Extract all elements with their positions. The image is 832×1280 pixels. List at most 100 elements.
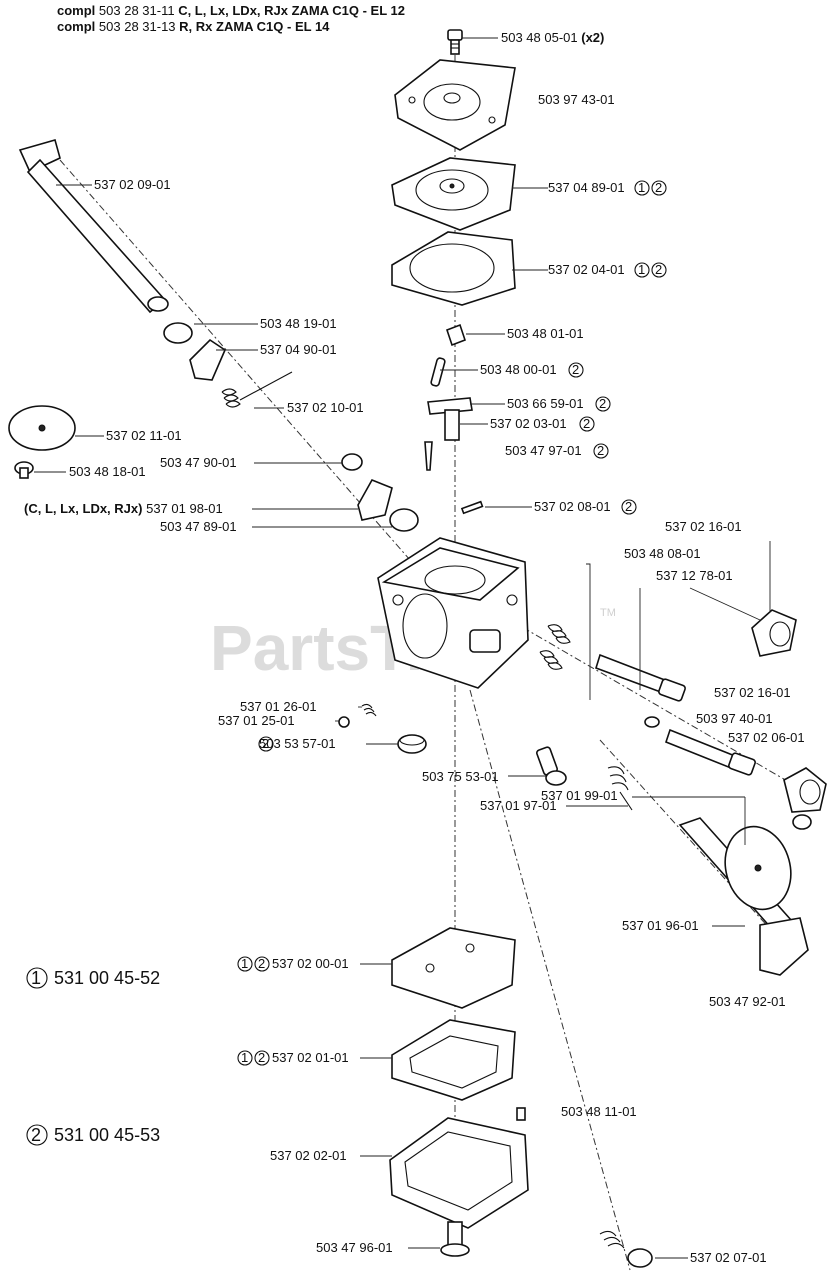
plate-screw [14,461,34,479]
filter-cap [397,734,427,754]
svg-text:1: 1 [31,968,41,988]
leader-lines [34,37,771,1259]
svg-text:531 00 45-53: 531 00 45-53 [54,1125,160,1145]
marker-2-537-02-01-01: 2 [254,1050,270,1066]
svg-text:531 00 45-52: 531 00 45-52 [54,968,160,988]
svg-text:2: 2 [258,1050,265,1065]
lever-pin-parts [424,323,484,515]
choke-spring [607,766,633,811]
label-537-02-06-01: 537 02 06-01 [728,730,805,745]
label-503-47-92-01: 503 47 92-01 [709,994,786,1009]
metering-gasket [391,231,516,306]
svg-text:1: 1 [241,956,248,971]
choke-plate [724,825,792,911]
label-503-47-89-01: 503 47 89-01 [160,519,237,534]
label-503-48-05-01: 503 48 05-01 (x2) [501,30,604,45]
label-537-01-98-01: (C, L, Lx, LDx, RJx) 537 01 98-01 [24,501,223,516]
label-537-01-96-01: 537 01 96-01 [622,918,699,933]
assembly-header-1: compl 503 28 31-11 C, L, Lx, LDx, RJx ZA… [57,3,405,18]
watermark-tm: TM [600,607,616,619]
needle-washer [644,716,660,728]
small-spring [361,703,377,717]
throttle-stop [357,478,393,521]
label-503-48-11-01: 503 48 11-01 [561,1104,637,1119]
svg-text:2: 2 [258,956,265,971]
label-537-02-09-01: 537 02 09-01 [94,177,171,192]
svg-text:2: 2 [572,362,579,377]
high-needle [595,653,686,702]
label-537-01-99-01: 537 01 99-01 [541,788,618,803]
throttle-axis [59,159,411,561]
svg-text:2: 2 [599,396,606,411]
throttle-shaft [18,139,169,314]
label-537-01-25-01: 537 01 25-01 [218,713,295,728]
limiter-cap-a [751,609,797,657]
label-537-02-07-01: 537 02 07-01 [690,1250,767,1265]
legend-kit-1: 1 531 00 45-52 [26,967,160,989]
svg-text:1: 1 [241,1050,248,1065]
svg-text:2: 2 [625,499,632,514]
bottom-screw [440,1221,470,1257]
needle-spring-a [547,624,571,644]
low-needle [665,728,756,776]
throttle-bushing [163,322,193,344]
carburetor-body [377,537,529,689]
svg-text:2: 2 [31,1125,41,1145]
cover-plate [394,59,516,151]
label-537-04-89-01: 537 04 89-01 [548,180,625,195]
screw-top [447,29,463,55]
idle-screw [536,746,567,786]
label-503-47-96-01: 503 47 96-01 [316,1240,393,1255]
label-503-48-19-01: 503 48 19-01 [260,316,337,331]
kit-markers: 1 2 1 2 2 2 2 2 2 2 1 2 1 2 [237,180,667,1066]
assembly-header-2: compl 503 28 31-13 R, Rx ZAMA C1Q - EL 1… [57,19,330,34]
label-503-48-18-01: 503 48 18-01 [69,464,146,479]
label-503-48-08-01: 503 48 08-01 [624,546,701,561]
idle-bushing [389,508,419,532]
label-537-02-10-01: 537 02 10-01 [287,400,364,415]
metering-diaphragm [391,157,516,231]
label-503-47-97-01: 503 47 97-01 [505,443,582,458]
marker-2-503-66-59-01: 2 [595,396,611,412]
marker-2-503-48-00-01: 2 [568,362,584,378]
label-503-48-00-01: 503 48 00-01 [480,362,557,377]
label-537-02-02-01: 537 02 02-01 [270,1148,347,1163]
cover-screw [599,1230,653,1268]
label-537-02-16-01-b: 537 02 16-01 [714,685,791,700]
label-537-02-08-01: 537 02 08-01 [534,499,611,514]
svg-text:2: 2 [262,736,269,751]
svg-text:2: 2 [655,180,662,195]
label-537-02-11-01: 537 02 11-01 [106,428,182,443]
marker-1-537-02-00-01: 1 [237,956,253,972]
label-537-02-00-01: 537 02 00-01 [272,956,349,971]
throttle-lever [189,338,226,381]
throttle-spring [221,371,293,408]
marker-2-537-02-03-01: 2 [579,416,595,432]
marker-2-503-47-97-01: 2 [593,443,609,459]
label-537-02-03-01: 537 02 03-01 [490,416,567,431]
svg-text:1: 1 [638,180,645,195]
legend-kit-2: 2 531 00 45-53 [26,1124,160,1146]
svg-text:2: 2 [655,262,662,277]
label-537-01-97-01: 537 01 97-01 [480,798,557,813]
pump-gasket [391,1019,516,1101]
label-537-01-26-01: 537 01 26-01 [240,699,317,714]
label-503-97-43-01: 503 97 43-01 [538,92,615,107]
marker-2-537-02-00-01: 2 [254,956,270,972]
label-503-47-90-01: 503 47 90-01 [160,455,237,470]
marker-1-537-02-01-01: 1 [237,1050,253,1066]
label-537-12-78-01: 537 12 78-01 [656,568,733,583]
svg-text:2: 2 [583,416,590,431]
lower-axis [469,689,631,1271]
label-537-02-04-01: 537 02 04-01 [548,262,625,277]
label-503-97-40-01: 503 97 40-01 [696,711,773,726]
label-503-66-59-01: 503 66 59-01 [507,396,584,411]
label-503-48-01-01: 503 48 01-01 [507,326,584,341]
needle-spring-b [539,650,563,670]
kit-legend: 1 531 00 45-52 2 531 00 45-53 [26,967,160,1146]
throttle-plate [8,405,76,451]
marker-2-537-02-04-01: 2 [651,262,667,278]
marker-2-537-02-08-01: 2 [621,499,637,515]
